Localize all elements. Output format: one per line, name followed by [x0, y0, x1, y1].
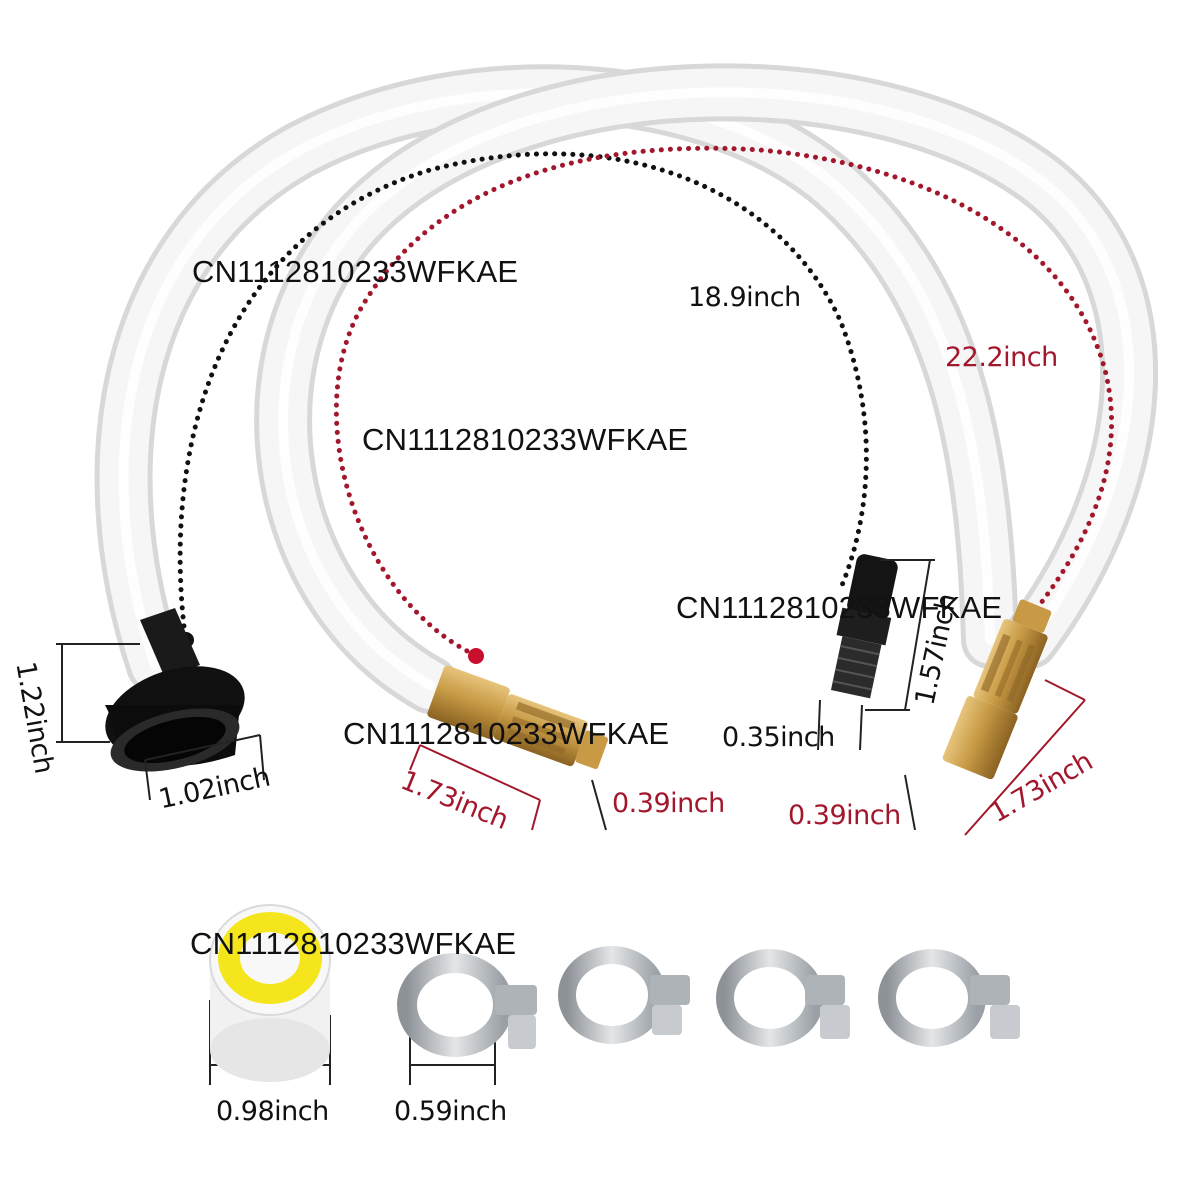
tape-width-label: 0.98inch [216, 1096, 329, 1127]
hose-red-length-label: 22.2inch [945, 342, 1058, 373]
hose-clamp-4 [878, 949, 1020, 1047]
teflon-tape [209, 904, 331, 1082]
clamp-width-label: 0.59inch [394, 1096, 507, 1127]
hose-clamp-1 [397, 953, 537, 1057]
watermark: CN1112810233WFKAE [676, 590, 1003, 625]
hose-black-length-label: 18.9inch [688, 282, 801, 313]
brass-coupler-right [942, 599, 1052, 780]
hose-red-measure-line [333, 145, 1115, 658]
watermark: CN1112810233WFKAE [343, 716, 670, 751]
watermark: CN1112810233WFKAE [190, 926, 517, 961]
watermark: CN1112810233WFKAE [192, 254, 519, 289]
dimension-lines-red [409, 679, 1086, 836]
hose-nipple [830, 554, 898, 699]
brass-coupler-left [427, 665, 608, 769]
nipple-width-label: 0.35inch [722, 722, 835, 753]
coupler-left-width-label: 0.39inch [612, 788, 725, 819]
coupler-right-width-label: 0.39inch [788, 800, 901, 831]
hose-right [254, 63, 1159, 714]
watermark: CN1112810233WFKAE [362, 422, 689, 457]
hose-black-measure-line [177, 151, 869, 638]
hose-red-measure-dot-left [468, 648, 484, 664]
hose-cap [105, 608, 245, 772]
hose-clamp-2 [558, 946, 690, 1044]
hose-clamp-3 [716, 949, 850, 1047]
